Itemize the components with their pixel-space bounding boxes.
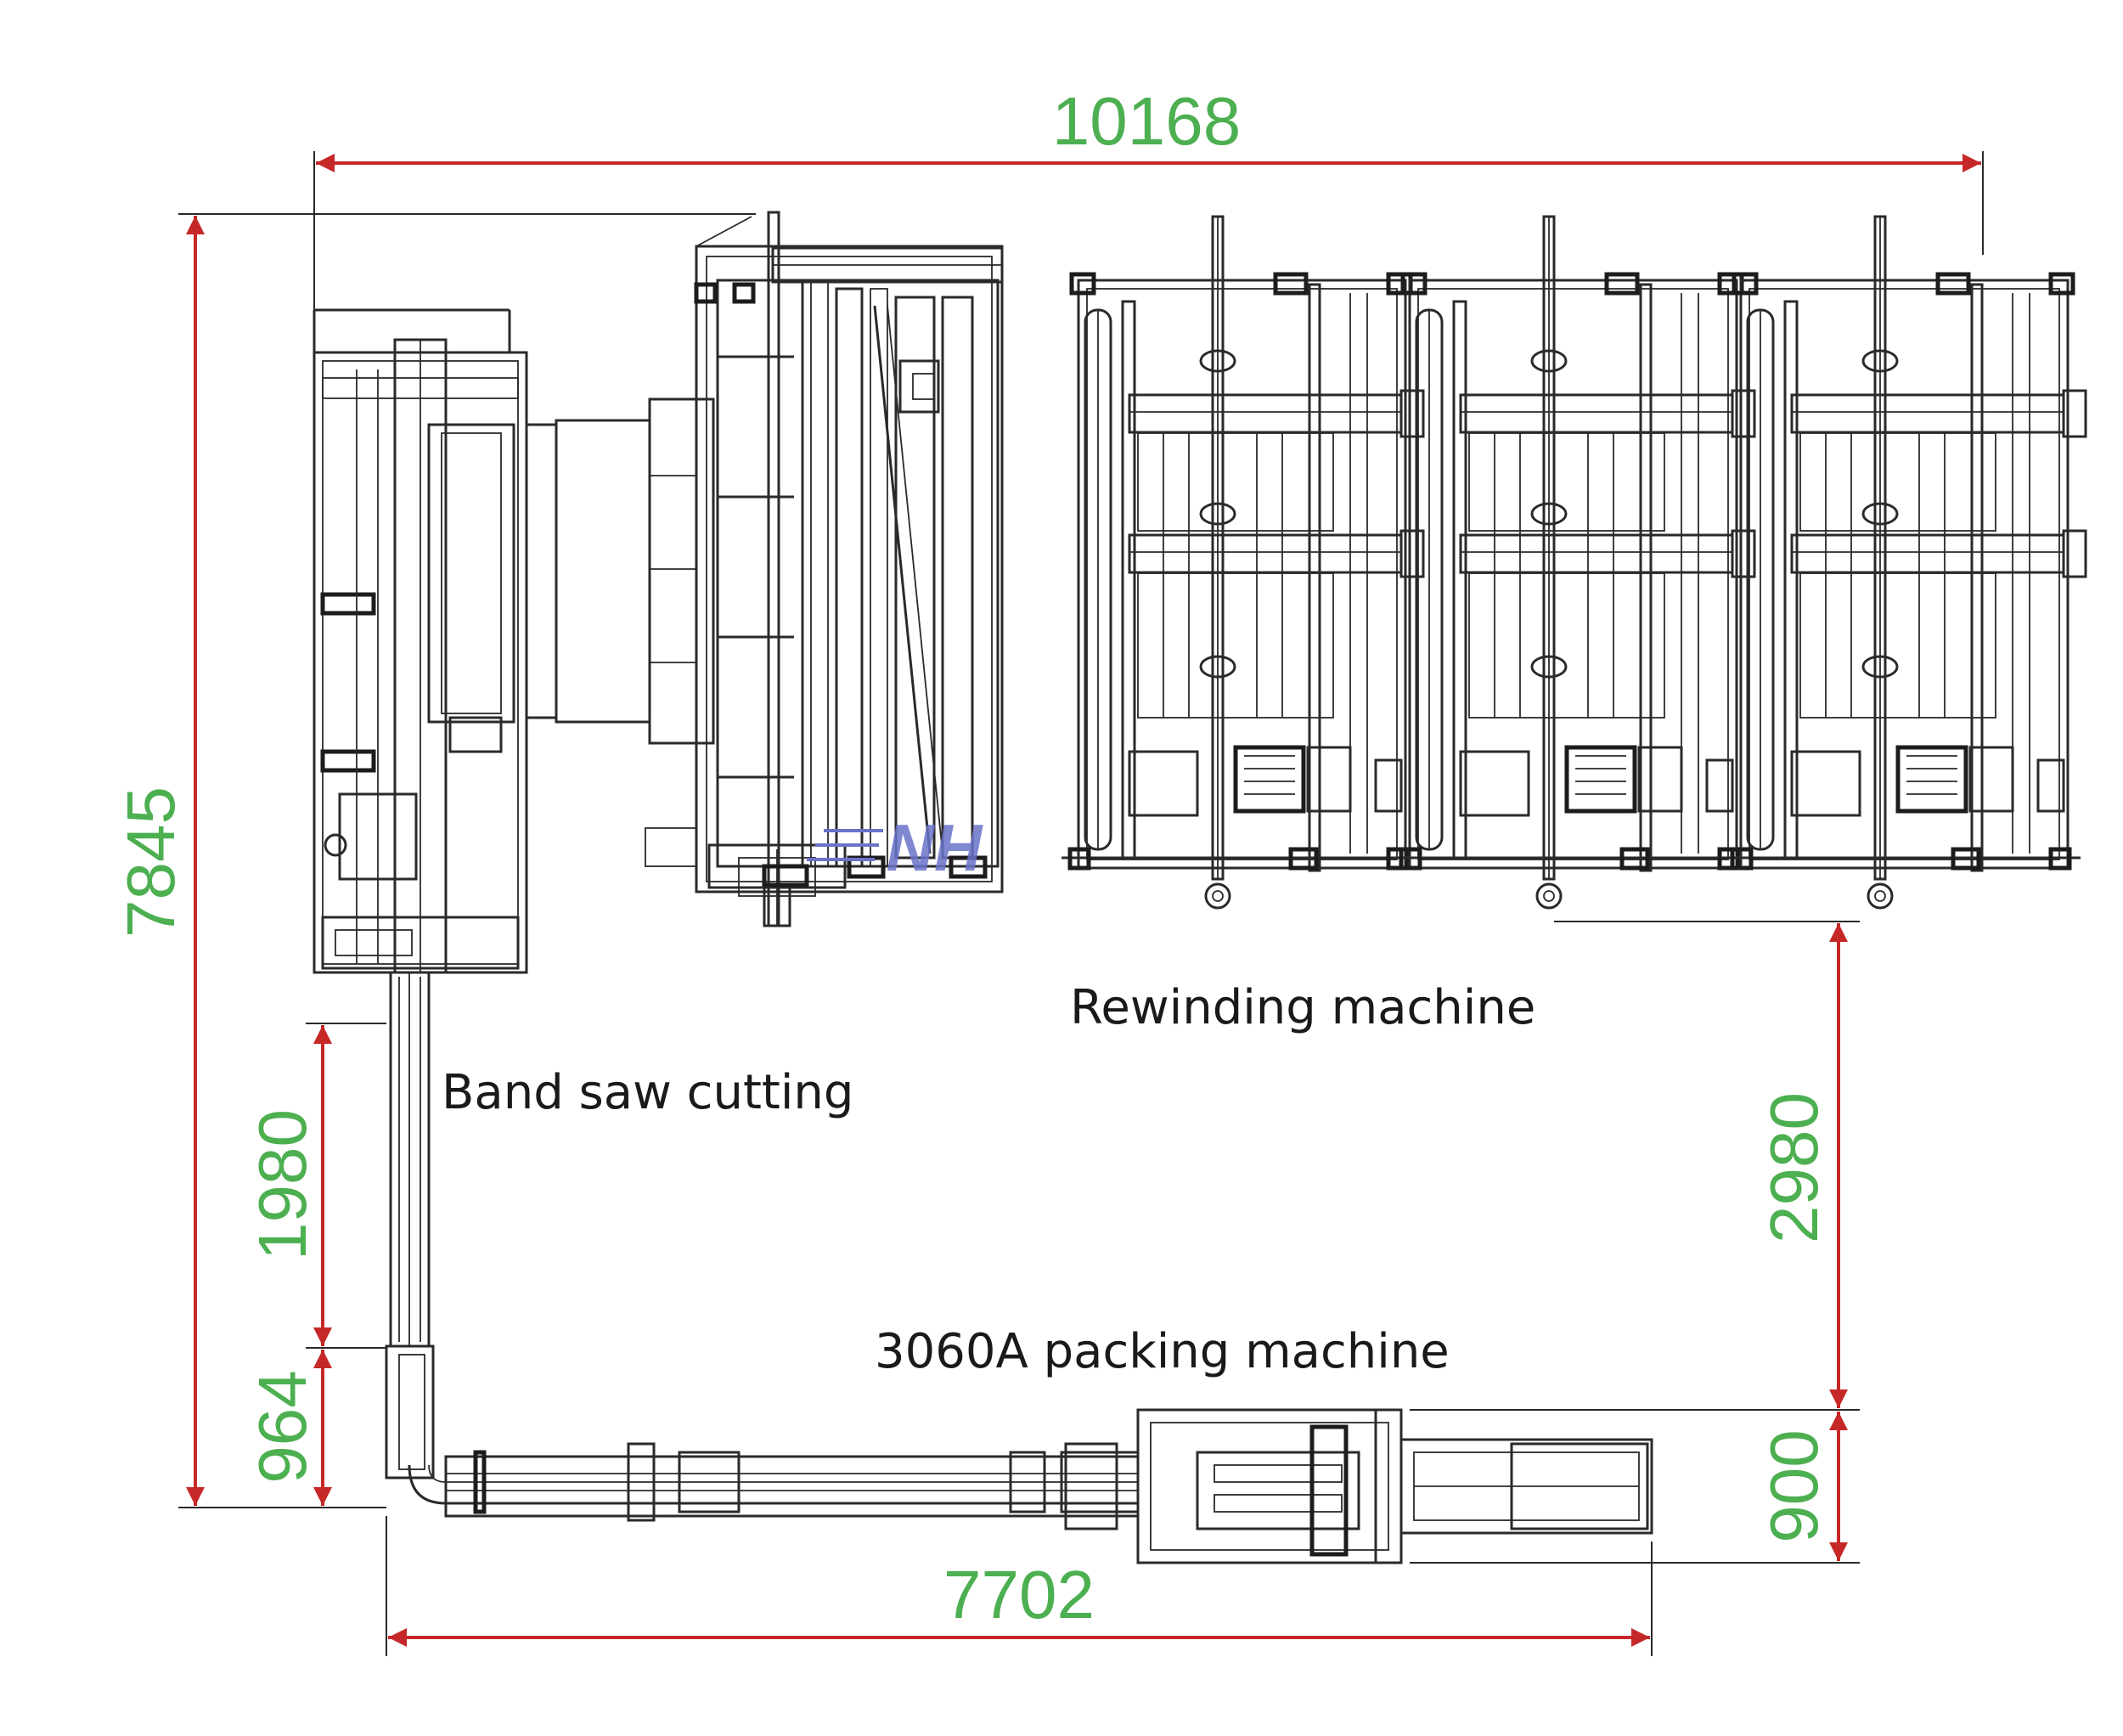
nh-logo: NH [807,810,983,885]
dim-overall-height: 7845 [113,786,189,938]
rewinder-unit-2 [1393,217,1754,908]
dimension-rewinder-to-packer: 2980 [1410,921,1860,1411]
label-rewinding: Rewinding machine [1070,980,1535,1035]
vertical-conveyor [385,971,435,1480]
dim-packer-width: 900 [1756,1429,1832,1542]
cutting-unit [645,211,1004,927]
rewinder-unit-3 [1724,217,2086,908]
dim-overall-width: 10168 [1052,83,1241,159]
dimension-overall-height: 7845 [113,213,756,1508]
dimension-packer-width: 900 [1410,1412,1860,1564]
packing-machine [1064,1408,1653,1564]
dimension-band-saw-gap: 1980 [245,1023,386,1349]
dim-conveyor-length: 7702 [943,1557,1095,1632]
dimension-conveyor-offset: 964 [245,1350,332,1506]
rewinding-machines [1062,217,2086,908]
horizontal-conveyor [408,1442,1140,1522]
dimension-conveyor-length: 7702 [386,1516,1653,1656]
label-packing: 3060A packing machine [875,1324,1450,1379]
logo-text: NH [887,810,983,885]
band-saw-machine [313,308,715,974]
label-band-saw: Band saw cutting [442,1065,853,1120]
dim-band-saw-gap: 1980 [245,1109,320,1260]
dim-conveyor-offset: 964 [245,1370,320,1483]
rewinder-unit-1 [1062,217,1423,908]
dim-rewinder-to-packer: 2980 [1756,1092,1832,1243]
dimension-overall-width: 10168 [313,83,1984,310]
